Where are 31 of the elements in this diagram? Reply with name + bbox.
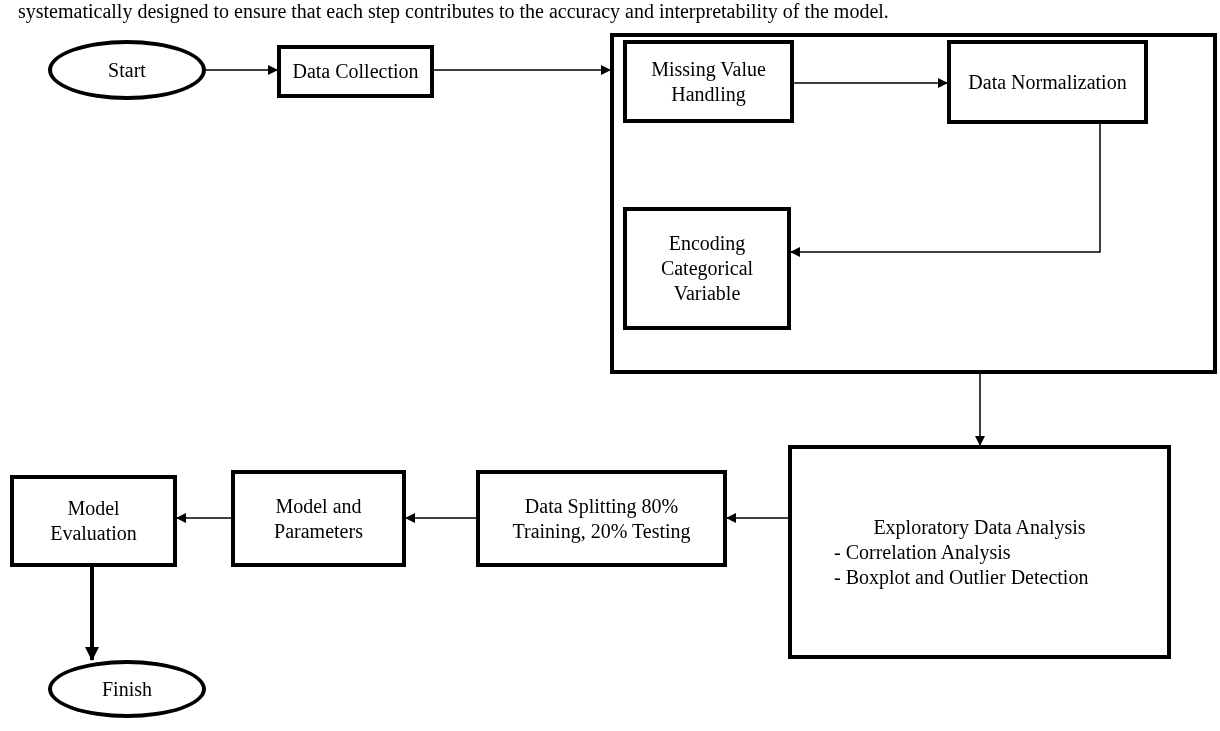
arrow: [726, 513, 789, 523]
process-box: [623, 40, 794, 123]
process-box: [947, 40, 1148, 124]
node-label: Start: [108, 57, 146, 83]
node-label: Data Splitting 80% Training, 20% Testing: [511, 493, 692, 544]
process-box: [231, 470, 406, 567]
process-box: [476, 470, 727, 567]
group-container: [610, 33, 1217, 374]
caption-text: systematically designed to ensure that each step contributes to the accuracy and interpretability of the model.: [18, 0, 889, 23]
arrow: [793, 78, 948, 88]
bullet-item: - Correlation Analysis: [833, 539, 1012, 565]
arrow: [405, 513, 477, 523]
node-label: Exploratory Data Analysis: [872, 514, 1087, 540]
node-label: Model and Parameters: [273, 493, 364, 544]
process-box: [788, 445, 1171, 659]
arrow: [433, 65, 611, 75]
node-label: Missing Value Handling: [650, 56, 767, 107]
arrow: [176, 513, 232, 523]
arrow: [85, 567, 99, 661]
node-label: Finish: [102, 676, 152, 702]
node-label: Data Collection: [292, 59, 419, 84]
arrow: [975, 373, 985, 446]
process-box: [10, 475, 177, 567]
process-box: [623, 207, 791, 330]
arrow: [205, 65, 278, 75]
process-box: [277, 45, 434, 98]
node-label: Encoding Categorical Variable: [659, 231, 755, 306]
node-label: Model Evaluation: [49, 496, 138, 546]
node-label: Data Normalization: [968, 69, 1127, 95]
arrow: [790, 123, 1101, 257]
bullet-item: - Boxplot and Outlier Detection: [833, 564, 1090, 590]
